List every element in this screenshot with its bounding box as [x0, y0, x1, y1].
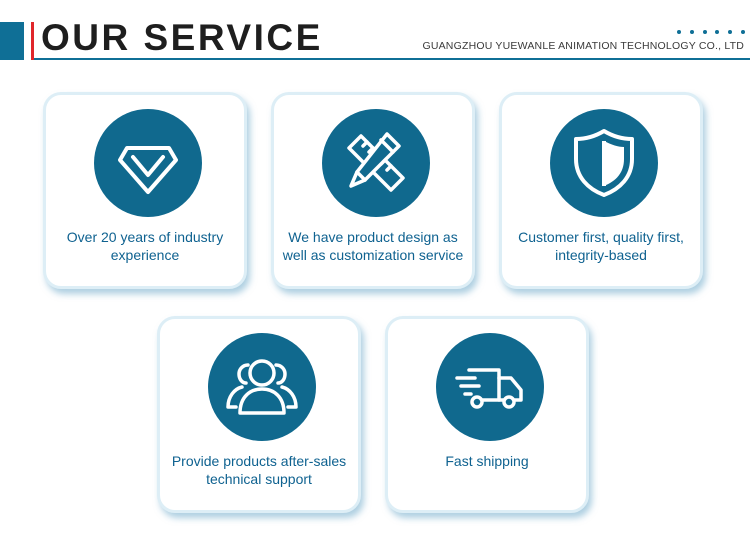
header-dots: [677, 30, 745, 36]
header-red-bar: [31, 22, 34, 60]
service-card-design: We have product design as well as custom…: [271, 92, 475, 289]
header-color-block: [0, 22, 24, 60]
icon-circle: [322, 109, 430, 217]
icon-circle: [94, 109, 202, 217]
company-name: GUANGZHOU YUEWANLE ANIMATION TECHNOLOGY …: [422, 40, 744, 52]
service-card-shipping: Fast shipping: [385, 316, 589, 513]
page-title: OUR SERVICE: [41, 17, 323, 58]
users-icon: [226, 359, 298, 415]
service-text: Customer first, quality first, integrity…: [518, 229, 684, 263]
service-card-experience: Over 20 years of industry experience: [43, 92, 247, 289]
delivery-truck-icon: [455, 368, 523, 409]
shield-icon: [574, 129, 634, 197]
service-card-integrity: Customer first, quality first, integrity…: [499, 92, 703, 289]
pencil-ruler-icon: [347, 132, 405, 192]
service-text: Provide products after-sales technical s…: [171, 453, 347, 487]
icon-circle: [208, 333, 316, 441]
header-underline: [34, 58, 750, 60]
service-text: Fast shipping: [445, 453, 529, 469]
diamond-check-icon: [118, 146, 178, 194]
service-text: Over 20 years of industry experience: [66, 229, 224, 263]
icon-circle: [436, 333, 544, 441]
icon-circle: [550, 109, 658, 217]
service-text: We have product design as well as custom…: [282, 229, 464, 263]
service-card-support: Provide products after-sales technical s…: [157, 316, 361, 513]
